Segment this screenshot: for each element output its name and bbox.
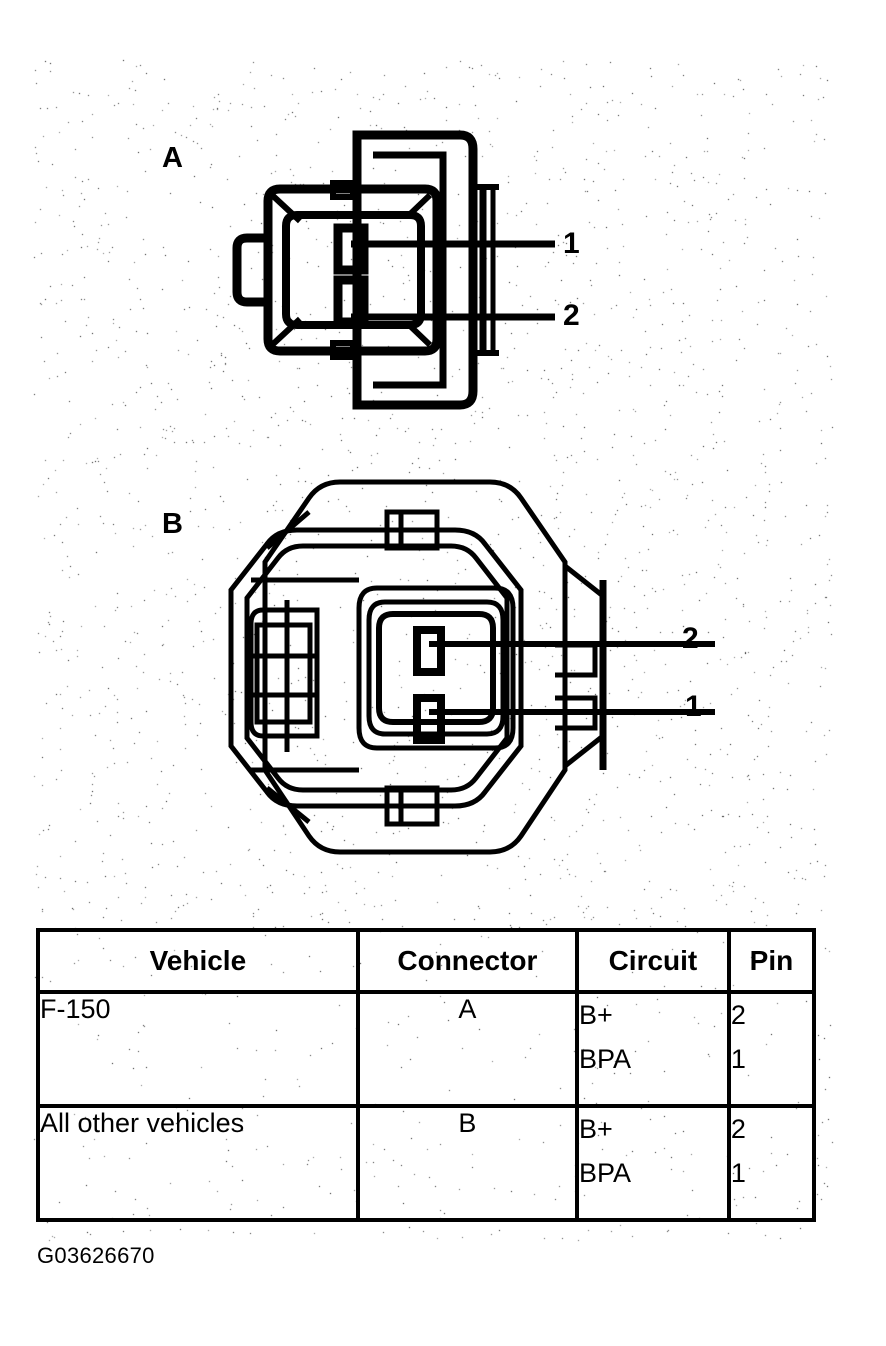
circuit-line: B+ xyxy=(578,1114,613,1144)
connector-a-rear-shell xyxy=(352,130,478,410)
cell-circuit: B+ BPA xyxy=(574,1104,731,1222)
connector-a-left-tab xyxy=(232,233,273,307)
connector-a-drawing xyxy=(232,130,555,410)
table-body: F-150 A B+ BPA 2 1 All other vehicles B … xyxy=(36,990,817,1222)
connector-b-shoulder-tr xyxy=(563,564,605,598)
connector-b-pin-number-1: 1 xyxy=(685,690,702,723)
cell-connector: B xyxy=(355,1104,579,1222)
connector-b-shoulder-br xyxy=(563,734,605,768)
connector-a-pin-number-2: 2 xyxy=(563,299,580,332)
connector-b-pin-number-2: 2 xyxy=(682,622,699,655)
connector-a-pin-cavity-1 xyxy=(333,223,369,275)
column-header-circuit: Circuit xyxy=(574,928,731,994)
table-header: Vehicle Connector Circuit Pin xyxy=(36,928,817,994)
cell-circuit: B+ BPA xyxy=(574,990,731,1108)
cell-vehicle: All other vehicles xyxy=(36,1104,360,1222)
column-header-vehicle: Vehicle xyxy=(36,928,360,994)
connector-b-right-keyway-upper xyxy=(555,642,598,678)
connector-b-latch-frame xyxy=(248,607,320,739)
figure-id-caption: G03626670 xyxy=(37,1243,155,1268)
cell-pin: 2 1 xyxy=(726,1104,817,1222)
column-header-connector: Connector xyxy=(355,928,579,994)
pin-line: 2 xyxy=(730,1000,746,1030)
cell-connector: A xyxy=(355,990,579,1108)
cell-pin: 2 1 xyxy=(726,990,817,1108)
pin-line: 2 xyxy=(730,1114,746,1144)
connector-a-label: A xyxy=(162,142,183,174)
pin-line: 1 xyxy=(730,1157,746,1188)
connector-a-pin-number-1: 1 xyxy=(563,227,580,260)
connector-pinout-table: Vehicle Connector Circuit Pin F-150 A B+… xyxy=(36,928,817,1222)
table-row: F-150 A B+ BPA 2 1 xyxy=(36,990,817,1108)
table-header-row: Vehicle Connector Circuit Pin xyxy=(36,928,817,994)
pin-line: 1 xyxy=(730,1043,746,1074)
circuit-line: BPA xyxy=(578,1157,631,1188)
connector-b-drawing xyxy=(228,479,715,855)
circuit-line: B+ xyxy=(578,1000,613,1030)
connector-b-pin-cavity-2 xyxy=(413,626,445,676)
circuit-line: BPA xyxy=(578,1043,631,1074)
column-header-pin: Pin xyxy=(726,928,817,994)
table-row: All other vehicles B B+ BPA 2 1 xyxy=(36,1104,817,1222)
cell-vehicle: F-150 xyxy=(36,990,360,1108)
